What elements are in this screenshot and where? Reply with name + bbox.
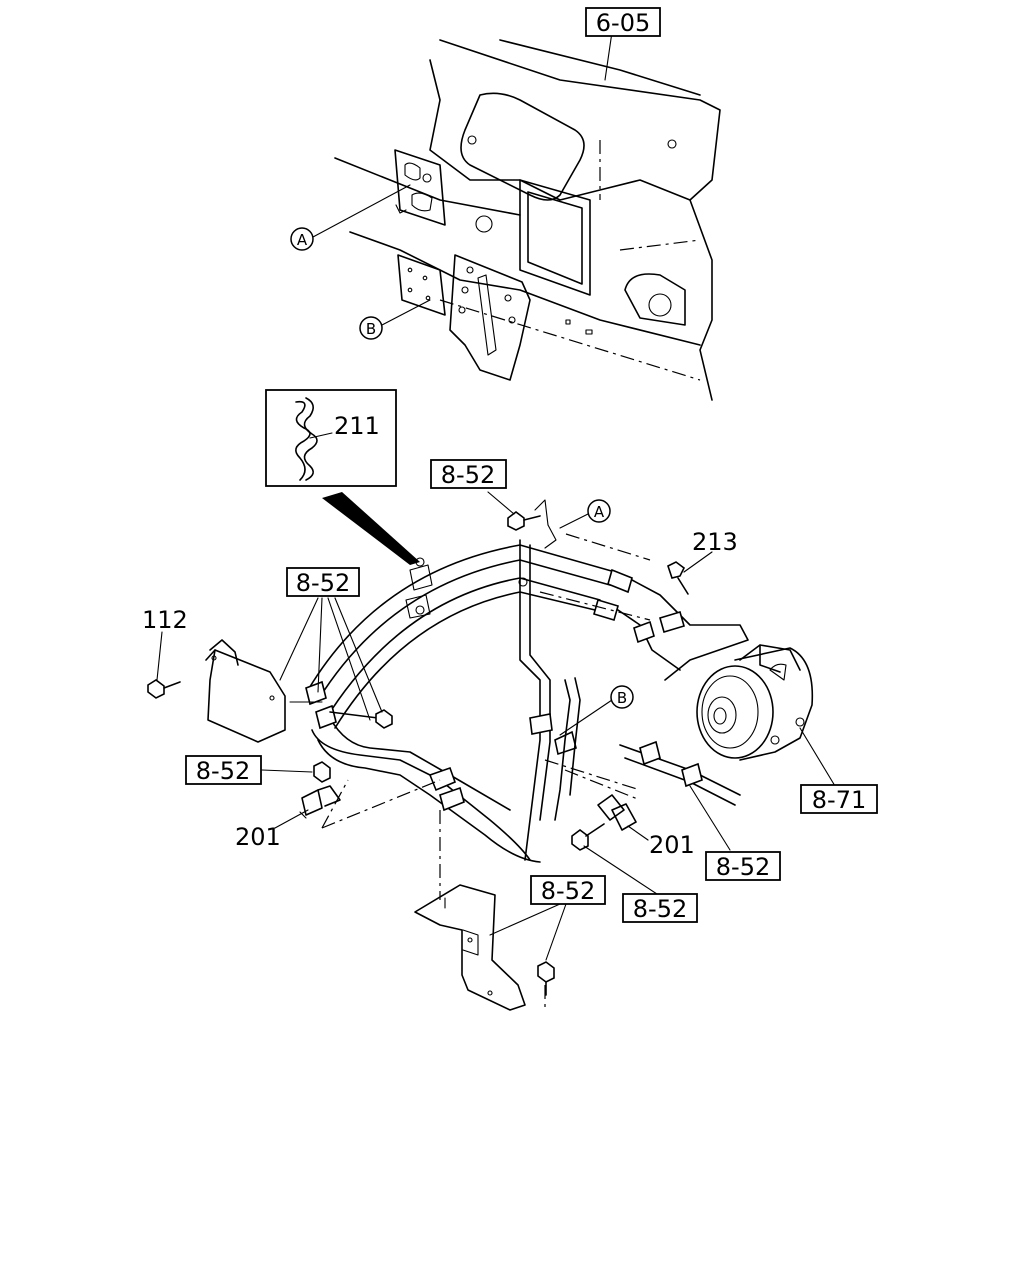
leader-852-left-d	[327, 597, 371, 721]
bolt-top	[507, 499, 549, 531]
ref-852-bottom-right-label: 8-52	[633, 895, 687, 923]
leader-b-bottom	[559, 699, 613, 736]
ref-605-box[interactable]: 6-05	[585, 7, 661, 37]
bottom-bracket	[414, 884, 526, 1011]
part-201-left-label: 201	[235, 823, 281, 851]
ac-compressor	[696, 644, 814, 761]
ref-852-bottom-label: 8-52	[541, 877, 595, 905]
hose-assembly	[305, 524, 749, 863]
marker-b-top-label: B	[366, 320, 376, 338]
leader-852-left-e	[334, 597, 383, 713]
leader-b-top	[381, 299, 431, 326]
heat-shield-112	[205, 639, 286, 743]
part-201-right-label: 201	[649, 831, 695, 859]
marker-b-bottom-label: B	[617, 689, 627, 707]
leader-a-bottom	[559, 511, 593, 529]
ref-852-bottom-box[interactable]: 8-52	[530, 875, 606, 905]
ref-852-top-box[interactable]: 8-52	[430, 459, 507, 489]
ref-871-box[interactable]: 8-71	[800, 784, 878, 814]
marker-a-bottom: A	[587, 499, 611, 523]
leader-201-left	[274, 809, 309, 829]
ref-605-label: 6-05	[596, 9, 650, 37]
ref-852-bottom-right-box[interactable]: 8-52	[622, 893, 698, 923]
ref-871-label: 8-71	[812, 786, 866, 814]
leader-871	[799, 727, 836, 787]
ref-852-left-label: 8-52	[296, 569, 350, 597]
leader-201-right	[627, 825, 649, 841]
leader-213	[683, 551, 713, 573]
marker-a-bottom-label: A	[594, 503, 605, 521]
bolt-bottom	[537, 961, 555, 996]
leader-852-left-b	[279, 597, 319, 681]
ref-852-mid-box[interactable]: 8-52	[185, 755, 262, 785]
nut-left	[313, 761, 331, 783]
ref-852-top-label: 8-52	[441, 461, 495, 489]
leader-852-top	[487, 491, 515, 515]
leader-852-nut	[261, 769, 313, 773]
ref-852-mid-label: 8-52	[196, 757, 250, 785]
leader-852-bottom-b	[545, 903, 567, 961]
leader-a-top	[312, 184, 411, 238]
part-112-label: 112	[142, 606, 188, 634]
ref-852-right-label: 8-52	[716, 853, 770, 881]
ref-852-right-box[interactable]: 8-52	[705, 851, 781, 881]
bolt-right	[571, 823, 605, 851]
leader-605	[604, 31, 613, 81]
bolt-mid	[329, 709, 393, 729]
part-211-label: 211	[334, 412, 380, 440]
leader-852-bottom-a	[489, 903, 561, 936]
ref-852-left-box[interactable]: 8-52	[286, 567, 360, 597]
marker-a-top-label: A	[297, 231, 308, 249]
bolt-112	[147, 679, 181, 699]
clamp-201-right	[597, 794, 637, 831]
bolt-213	[667, 561, 689, 595]
leader-852-right	[689, 785, 731, 851]
leader-852-left-c	[317, 597, 323, 693]
clip-211-inset	[265, 389, 420, 565]
marker-b-top: B	[359, 316, 383, 340]
leader-112	[156, 631, 163, 681]
clamp-201-left	[299, 785, 341, 819]
leader-852-bottom-right	[583, 845, 661, 897]
cab-panel	[334, 39, 721, 401]
marker-a-top: A	[290, 227, 314, 251]
part-213-label: 213	[692, 528, 738, 556]
marker-b-bottom: B	[610, 685, 634, 709]
